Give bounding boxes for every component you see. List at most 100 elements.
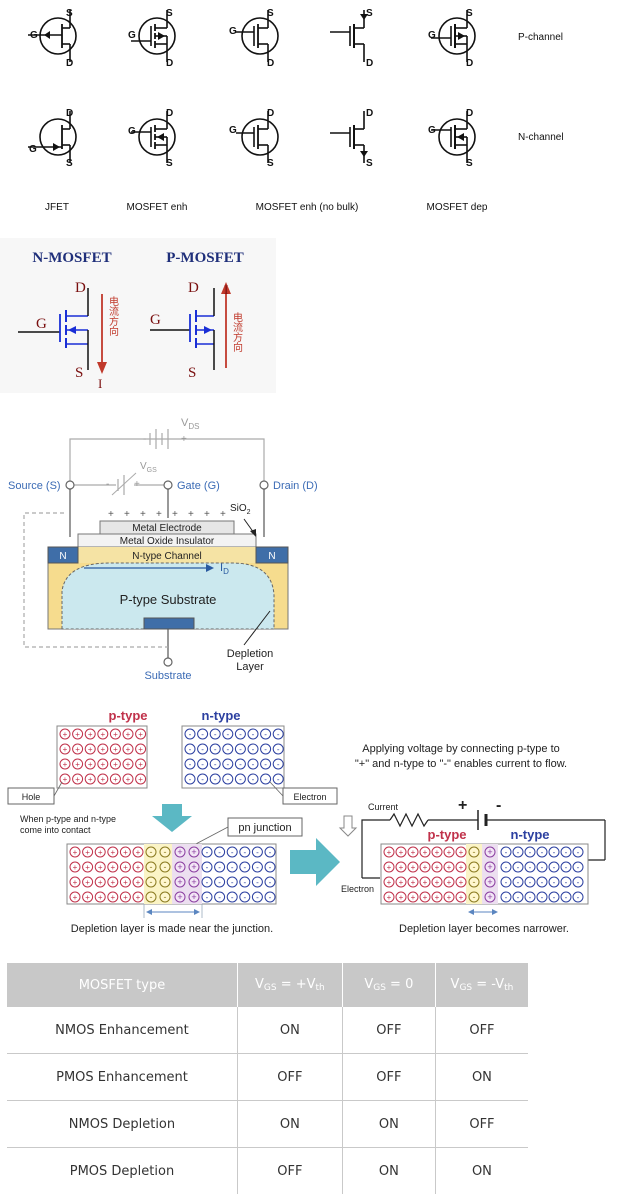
col-label-mosfet-enh: MOSFET enh xyxy=(127,202,188,213)
svg-text:+: + xyxy=(172,509,178,520)
cell-type: PMOS Enhancement xyxy=(7,1054,237,1101)
electron-carrier xyxy=(235,729,245,739)
acceptor-ion-sign: - xyxy=(473,862,476,872)
hole-carrier xyxy=(110,729,120,739)
electron-carrier xyxy=(561,892,571,902)
contact-label-2: come into contact xyxy=(20,825,91,835)
header-mosfet-type: MOSFET type xyxy=(7,963,237,1007)
electron-carrier xyxy=(525,877,535,887)
electron-carrier xyxy=(501,877,511,887)
hole-carrier xyxy=(136,759,146,769)
table-row: NMOS Depletion ON ON OFF xyxy=(7,1101,528,1148)
cell-vgs-minus-vth: ON xyxy=(435,1054,528,1101)
electron-carrier xyxy=(549,862,559,872)
electron-carrier xyxy=(549,877,559,887)
electron-carrier xyxy=(202,847,212,857)
electron-carrier xyxy=(561,847,571,857)
mosfet-n-nocircle-symbol xyxy=(330,111,368,163)
acceptor-ion-sign: - xyxy=(164,877,167,887)
electron-carrier xyxy=(573,847,583,857)
hole-carrier xyxy=(444,862,454,872)
table-row: PMOS Enhancement OFF OFF ON xyxy=(7,1054,528,1101)
cell-vgs-zero: OFF xyxy=(342,1007,435,1054)
svg-text:S: S xyxy=(267,158,274,169)
cell-vgs-minus-vth: OFF xyxy=(435,1101,528,1148)
acceptor-ion-sign: - xyxy=(164,862,167,872)
hole-carrier xyxy=(85,729,95,739)
donor-ion-sign: + xyxy=(177,862,182,872)
substrate-region-label: P-type Substrate xyxy=(120,592,217,607)
cell-type: NMOS Depletion xyxy=(7,1101,237,1148)
p-i-label: I xyxy=(224,282,228,297)
n-region-left-label: N xyxy=(59,551,66,562)
donor-ion-sign: + xyxy=(191,892,196,902)
mosfet-truth-table: MOSFET type VGS = +Vth VGS = 0 VGS = -Vt… xyxy=(7,963,528,1194)
cell-vgs-minus-vth: ON xyxy=(435,1148,528,1194)
electron-carrier xyxy=(210,759,220,769)
acceptor-ion-sign: - xyxy=(150,847,153,857)
electron-carrier xyxy=(223,729,233,739)
electron-carrier xyxy=(227,862,237,872)
donor-ion-sign: + xyxy=(177,847,182,857)
hole-carrier xyxy=(396,862,406,872)
donor-ion-sign: + xyxy=(487,892,492,902)
acceptor-ion-sign: - xyxy=(150,862,153,872)
p-s-label: S xyxy=(188,365,196,381)
electron-carrier xyxy=(265,847,275,857)
cell-vgs-minus-vth: OFF xyxy=(435,1007,528,1054)
hole-carrier xyxy=(108,877,118,887)
hole-carrier xyxy=(108,847,118,857)
pin-labels-p: G S D G S D G S D S D G S D xyxy=(30,8,473,69)
hole-carrier xyxy=(133,877,143,887)
right-p-type-title: p-type xyxy=(428,827,467,842)
hole-carrier xyxy=(384,862,394,872)
metal-electrode-label: Metal Electrode xyxy=(132,523,202,534)
electron-carrier xyxy=(185,744,195,754)
hole-carrier xyxy=(95,892,105,902)
vgs-plus: + xyxy=(134,479,140,490)
hole-carrier xyxy=(95,877,105,887)
hole-carrier xyxy=(420,892,430,902)
donor-ion-sign: + xyxy=(191,847,196,857)
electron-carrier xyxy=(252,862,262,872)
cell-vgs-plus-vth: ON xyxy=(237,1101,342,1148)
vgs-label: VGS xyxy=(140,461,157,474)
hole-carrier xyxy=(95,862,105,872)
electron-carrier xyxy=(202,862,212,872)
mosfet-structure-diagram: VDS - + VGS - + Source (S) Gate (G) Drai… xyxy=(0,405,633,690)
p-d-label: D xyxy=(188,280,199,296)
electron-carrier xyxy=(252,847,262,857)
electron-carrier xyxy=(235,744,245,754)
svg-text:D: D xyxy=(267,108,274,119)
hole-carrier xyxy=(408,877,418,887)
hole-carrier xyxy=(432,877,442,887)
vds-minus: - xyxy=(143,434,146,445)
electron-carrier xyxy=(210,729,220,739)
hole-carrier xyxy=(70,847,80,857)
hole-carrier xyxy=(133,892,143,902)
cell-vgs-zero: ON xyxy=(342,1148,435,1194)
donor-ion-sign: + xyxy=(487,877,492,887)
col-label-jfet: JFET xyxy=(45,202,69,213)
electron-carrier xyxy=(215,877,225,887)
acceptor-ion-sign: - xyxy=(164,847,167,857)
hole-carrier xyxy=(420,862,430,872)
svg-text:S: S xyxy=(66,158,73,169)
electron-carrier xyxy=(252,892,262,902)
electron-carrier xyxy=(501,847,511,857)
electron-carrier xyxy=(240,847,250,857)
hole-carrier xyxy=(60,744,70,754)
svg-text:G: G xyxy=(128,30,136,41)
svg-text:+: + xyxy=(204,509,210,520)
electron-carrier xyxy=(513,862,523,872)
gate-label: Gate (G) xyxy=(177,480,220,492)
electron-carrier xyxy=(261,744,271,754)
depletion-label-2: Layer xyxy=(236,661,264,673)
electron-carrier xyxy=(273,774,283,784)
row-label-p-channel: P-channel xyxy=(518,32,563,43)
electron-carrier xyxy=(537,847,547,857)
electron-carrier xyxy=(198,774,208,784)
hole-carrier xyxy=(60,759,70,769)
svg-text:S: S xyxy=(66,8,73,19)
header-vgs-zero: VGS = 0 xyxy=(342,963,435,1007)
